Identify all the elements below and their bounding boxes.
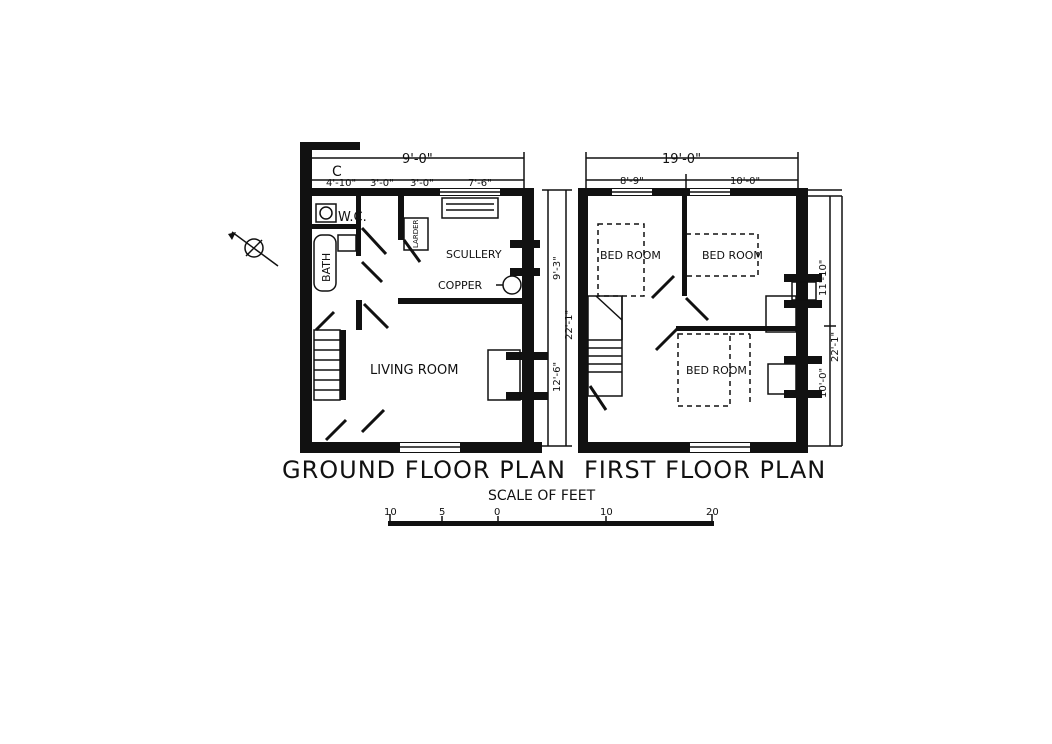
- scale-tick-1: 10: [384, 507, 397, 518]
- gf-east-wall: [522, 190, 534, 452]
- gf-dim-depth-upper: 9'-3": [552, 256, 563, 280]
- gf-stairs: [313, 329, 341, 401]
- bed-room-3-label: BED ROOM: [686, 364, 747, 377]
- larder-shelves: [403, 217, 429, 251]
- ff-chimney-3: [784, 356, 822, 364]
- gf-door-swings: [314, 226, 422, 442]
- gf-north-wall-coal: [300, 142, 360, 150]
- gf-chimney-1: [510, 240, 540, 248]
- ff-dim-overall: 19'-0": [662, 152, 701, 167]
- gf-north-wall-wc: [300, 188, 400, 196]
- gf-chimney-3: [506, 352, 548, 360]
- living-room-label: LIVING ROOM: [370, 363, 458, 378]
- gf-sink: [441, 197, 499, 219]
- gf-bath-partition: [356, 196, 361, 256]
- scale-bar: SCALE OF FEET 10 5 0 10 20: [384, 488, 719, 526]
- ff-chimney-1: [784, 274, 822, 282]
- ground-floor-title: GROUND FLOOR PLAN: [282, 456, 566, 484]
- gf-dim-depth-lower: 12'-6": [552, 362, 563, 392]
- gf-chimney-2: [510, 268, 540, 276]
- ff-bedroom-partition-h: [676, 326, 798, 331]
- scullery-label: SCULLERY: [446, 248, 502, 261]
- coal-label: C: [332, 164, 342, 180]
- ff-dim-depth-lower: 10'-0": [818, 368, 829, 398]
- bed-3: [677, 333, 731, 407]
- ff-east-wall: [796, 188, 808, 452]
- ff-door-swings: [588, 274, 710, 411]
- ff-dim-depth-total: 22'-1": [830, 332, 841, 362]
- copper-label: COPPER: [438, 279, 483, 292]
- gf-hall-wall: [356, 300, 362, 330]
- ff-dim-depth-upper: 11'-10": [818, 260, 829, 296]
- ground-floor-plan: C W.C. BATH LARDER SCULLERY COPPER LIVIN…: [282, 142, 575, 484]
- gf-chimney-4: [506, 392, 548, 400]
- north-arrow-icon: [228, 231, 279, 267]
- gf-wc-partition: [312, 224, 360, 229]
- ff-chimney-2: [784, 300, 822, 308]
- bed-2: [685, 233, 759, 277]
- first-floor-title: FIRST FLOOR PLAN: [584, 456, 826, 484]
- ff-dim-sub2: 10'-0": [730, 176, 760, 187]
- copper-icon: [502, 275, 522, 295]
- gf-dim-overall: 9'-0": [402, 152, 433, 167]
- gf-west-wall: [300, 142, 312, 452]
- scale-label: SCALE OF FEET: [488, 488, 596, 504]
- gf-dim-sub4: 7'-6": [468, 178, 492, 189]
- bath-label: BATH: [320, 253, 333, 282]
- ff-dim-sub1: 8'-9": [620, 176, 644, 187]
- ff-west-wall: [578, 188, 588, 452]
- scale-line: [388, 521, 714, 526]
- scale-tick-5: 20: [706, 507, 719, 518]
- ff-stairs: [587, 295, 623, 397]
- wc-label: W.C.: [338, 210, 367, 225]
- gf-scullery-partition: [398, 298, 524, 304]
- bath-icon: [313, 234, 337, 292]
- ff-bedroom-partition-v: [682, 196, 687, 296]
- basin-icon: [337, 234, 357, 252]
- scale-tick-4: 10: [600, 507, 613, 518]
- first-floor-plan: BED ROOM BED ROOM BED ROOM 19'-0" 8'-9" …: [578, 152, 843, 484]
- gf-larder-wall: [398, 196, 404, 240]
- scale-tick-2: 5: [439, 507, 445, 518]
- ff-dimension-lines: [585, 152, 843, 446]
- gf-dim-sub1: 4'-10": [326, 178, 356, 189]
- bed-1: [597, 223, 645, 297]
- ff-cupboard: [765, 295, 797, 333]
- gf-dim-sub3: 3'-0": [410, 178, 434, 189]
- ff-chimney-4: [784, 390, 822, 398]
- gf-dim-depth-total: 22'-1": [564, 310, 575, 340]
- bed-room-1-label: BED ROOM: [600, 249, 661, 262]
- gf-dimension-lines: [312, 152, 572, 447]
- bed-room-2-label: BED ROOM: [702, 249, 763, 262]
- gf-stair-wall: [340, 330, 346, 400]
- scale-tick-3: 0: [494, 507, 500, 518]
- gf-range: [487, 349, 521, 401]
- larder-label: LARDER: [412, 219, 420, 248]
- gf-dim-sub2: 3'-0": [370, 178, 394, 189]
- wc-icon: [319, 206, 333, 220]
